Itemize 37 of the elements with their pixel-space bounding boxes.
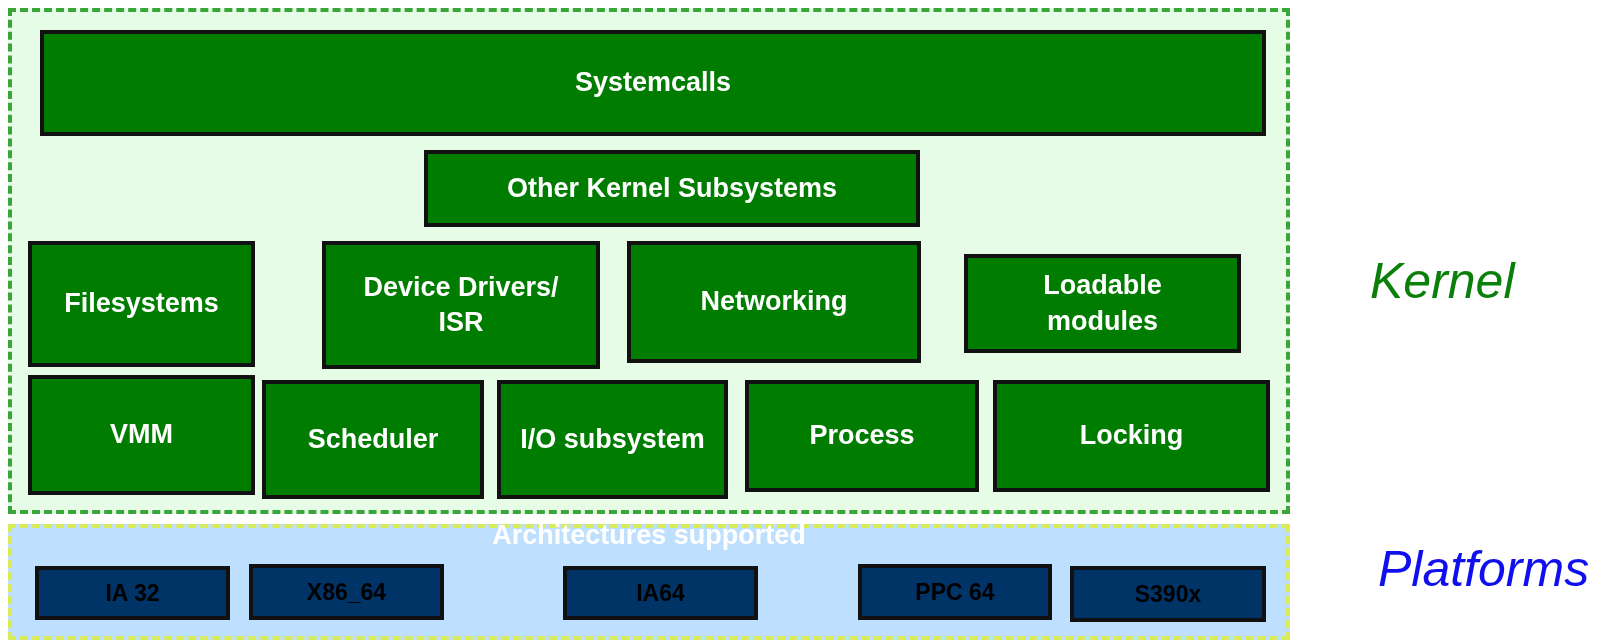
component-label: Loadable modules bbox=[1042, 269, 1163, 338]
component-box bbox=[28, 241, 255, 367]
component-box bbox=[993, 380, 1270, 492]
component-box bbox=[322, 241, 600, 369]
component-label: IA64 bbox=[636, 579, 685, 607]
component-box bbox=[1070, 566, 1266, 622]
component-label: Process bbox=[809, 419, 915, 453]
component-label: Filesystems bbox=[64, 287, 219, 321]
component-label: Locking bbox=[1079, 419, 1184, 453]
component-box bbox=[745, 380, 979, 492]
group-heading: Architectures supported bbox=[492, 520, 806, 551]
component-box bbox=[40, 30, 1266, 136]
component-box bbox=[964, 254, 1241, 353]
component-label: Other Kernel Subsystems bbox=[506, 171, 838, 205]
component-label: I/O subsystem bbox=[520, 422, 705, 456]
component-box bbox=[28, 375, 255, 495]
component-label: X86_64 bbox=[306, 578, 387, 606]
component-box bbox=[627, 241, 921, 363]
component-label: IA 32 bbox=[105, 579, 160, 607]
component-box bbox=[262, 380, 484, 499]
component-label: S390x bbox=[1134, 580, 1202, 608]
component-label: Scheduler bbox=[307, 422, 439, 456]
component-box bbox=[497, 380, 728, 499]
group-panel bbox=[8, 524, 1290, 640]
component-box bbox=[249, 564, 444, 620]
component-box bbox=[35, 566, 230, 620]
component-label: Device Drivers/ ISR bbox=[362, 270, 560, 339]
component-box bbox=[424, 150, 920, 227]
component-label: Networking bbox=[700, 285, 848, 319]
layer-label: Platforms bbox=[1378, 540, 1590, 598]
layer-label: Kernel bbox=[1370, 252, 1515, 310]
group-panel bbox=[8, 8, 1290, 514]
component-label: Systemcalls bbox=[574, 66, 732, 100]
component-box bbox=[858, 564, 1052, 620]
component-box bbox=[563, 566, 758, 620]
component-label: VMM bbox=[110, 418, 173, 452]
component-label: PPC 64 bbox=[915, 578, 995, 606]
